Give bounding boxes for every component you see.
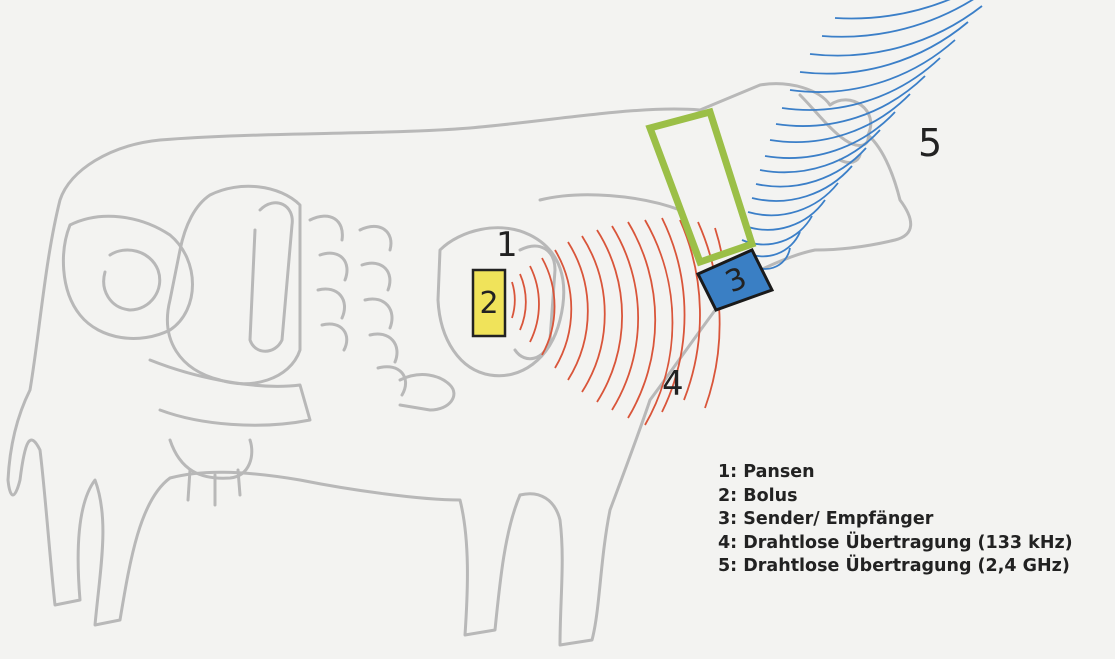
legend-item-133khz: 4: Drahtlose Übertragung (133 kHz) bbox=[718, 533, 1073, 557]
marker-1: 1 bbox=[496, 228, 518, 262]
legend-item-sender: 3: Sender/ Empfänger bbox=[718, 509, 1073, 533]
signal-waves-24ghz bbox=[742, 0, 982, 269]
legend-item-pansen: 1: Pansen bbox=[718, 462, 1073, 486]
legend-item-bolus: 2: Bolus bbox=[718, 486, 1073, 510]
marker-5: 5 bbox=[918, 124, 942, 162]
legend-item-24ghz: 5: Drahtlose Übertragung (2,4 GHz) bbox=[718, 556, 1073, 580]
collar-frame bbox=[650, 112, 752, 262]
legend: 1: Pansen 2: Bolus 3: Sender/ Empfänger … bbox=[718, 462, 1073, 580]
marker-4: 4 bbox=[662, 367, 684, 401]
marker-2: 2 bbox=[473, 270, 505, 336]
